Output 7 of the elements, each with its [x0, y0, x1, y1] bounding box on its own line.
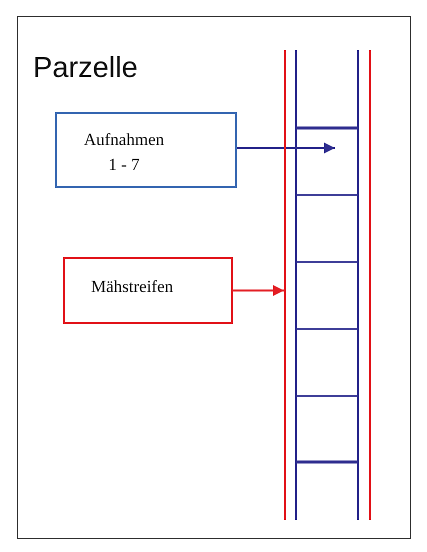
label-box [55, 112, 237, 188]
arrow [233, 285, 284, 296]
arrow [237, 142, 335, 154]
box-label: Aufnahmen 1 - 7 [82, 129, 166, 176]
label-box [63, 257, 233, 324]
box-label: Mähstreifen [91, 276, 174, 298]
title: Parzelle [33, 52, 138, 85]
